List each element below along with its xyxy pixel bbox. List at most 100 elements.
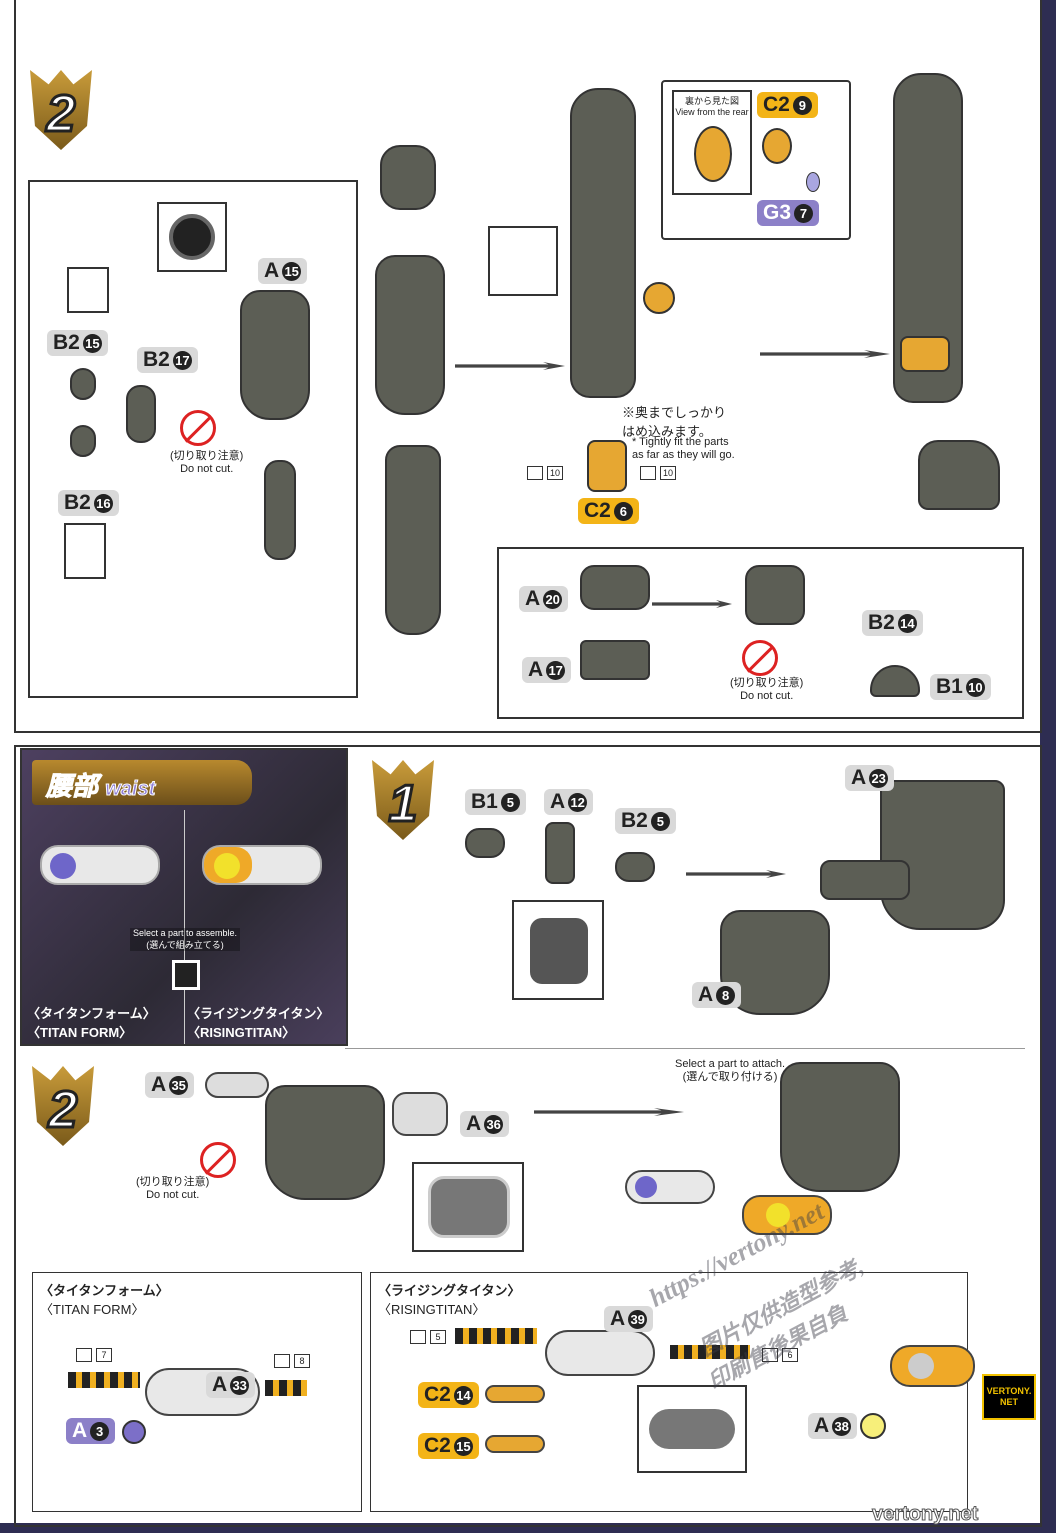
waist-title: 腰部 waist (32, 760, 252, 805)
fit-note-jp: ※奥までしっかりはめ込みます。 (622, 405, 727, 439)
part-b2-16 (70, 425, 96, 457)
nipper-mark: 10 (527, 466, 563, 480)
detail-inset (512, 900, 604, 1000)
part-c2-9 (762, 128, 792, 164)
part-b2-5 (615, 852, 655, 882)
nipper-mark: 6 (762, 1348, 798, 1362)
risingtitan-belt-final (890, 1345, 975, 1387)
step-arrow (534, 1108, 684, 1116)
part-a17 (580, 640, 650, 680)
rear-view-en: View from the rear (675, 107, 749, 117)
belt-strip-part (670, 1345, 750, 1359)
part-g3-7 (806, 172, 820, 192)
part-ankle-ring (900, 336, 950, 372)
part-waist-joint (820, 860, 910, 900)
step-badge: 1 (372, 760, 434, 840)
belt-strip-part (265, 1380, 307, 1396)
nipper-mark: 5 (410, 1330, 446, 1344)
part-knee-cap (643, 282, 675, 314)
part-inset (64, 523, 106, 579)
do-not-cut-note: (切り取り注意)Do not cut. (136, 1176, 210, 1201)
part-b2-17 (126, 385, 156, 443)
step-arrow (760, 350, 890, 358)
step-arrow (652, 600, 732, 608)
attach-note: Select a part to attach.(選んで取り付ける) (675, 1058, 786, 1083)
part-a36 (392, 1092, 448, 1136)
leg-assembly-panel (14, 0, 1042, 733)
step-arrow (686, 870, 786, 878)
do-not-cut-note: (切り取り注意)Do not cut. (730, 677, 804, 702)
waist-assembly-panel (14, 745, 1042, 1527)
detail-inset (157, 202, 227, 272)
part-a3 (122, 1420, 146, 1444)
do-not-cut-icon (200, 1142, 236, 1178)
vertony-logo: VERTONY.NET (982, 1374, 1036, 1420)
part-a23 (880, 780, 1005, 930)
part-b2-15 (70, 368, 96, 400)
part-foot-sub (745, 565, 805, 625)
part-b1-5 (465, 828, 505, 858)
step-badge: 2 (32, 1066, 94, 1146)
page-edge-bottom (0, 1523, 1056, 1533)
part-a15 (240, 290, 310, 420)
nipper-mark: 7 (76, 1348, 112, 1362)
detail-inset (412, 1162, 524, 1252)
do-not-cut-icon (742, 640, 778, 676)
belt-strip-part (455, 1328, 537, 1344)
risingtitan-heading: 〈ライジングタイタン〉〈RISINGTITAN〉 (378, 1283, 521, 1317)
part-a12 (545, 822, 575, 884)
assemble-note: Select a part to assemble.(選んで組み立てる) (130, 928, 240, 951)
part-leg-assembled (570, 88, 636, 398)
nipper-mark: 8 (274, 1354, 310, 1368)
part-thigh (375, 255, 445, 415)
part-a35 (205, 1072, 269, 1098)
part-c2-14 (485, 1385, 545, 1403)
part-hip-joint (380, 145, 436, 210)
footer-watermark: vertony.net (871, 1503, 979, 1526)
titan-belt (40, 845, 160, 885)
step-badge: 2 (30, 70, 92, 150)
risingtitan-belt (202, 845, 322, 885)
do-not-cut-icon (180, 410, 216, 446)
titan-form-heading: 〈タイタンフォーム〉〈TITAN FORM〉 (40, 1283, 169, 1317)
do-not-cut-note: (切り取り注意)Do not cut. (170, 450, 244, 475)
detail-inset (637, 1385, 747, 1473)
risingtitan-label: 〈ライジングタイタン〉〈RISINGTITAN〉 (187, 1006, 330, 1040)
step-arrow (455, 362, 565, 370)
page-edge-right (1040, 0, 1056, 1533)
part-foot (918, 440, 1000, 510)
part-a38 (860, 1413, 886, 1439)
select-part-icon (172, 960, 200, 990)
rear-view-jp: 裏から見た図 (684, 96, 739, 106)
part-lower-leg (385, 445, 441, 635)
nipper-mark: 10 (640, 466, 676, 480)
risingtitan-belt-part (742, 1195, 832, 1235)
part-a20 (580, 565, 650, 610)
titan-form-label: 〈タイタンフォーム〉〈TITAN FORM〉 (27, 1006, 156, 1040)
part-joint (264, 460, 296, 560)
titan-belt-part (625, 1170, 715, 1204)
